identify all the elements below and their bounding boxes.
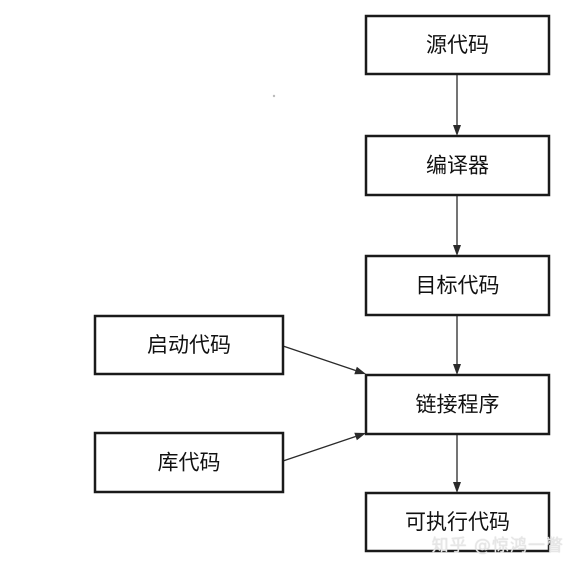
arrow-linker-to-executable-code xyxy=(453,434,461,493)
node-library-code-label: 库代码 xyxy=(158,451,221,475)
node-linker-label: 链接程序 xyxy=(416,393,500,417)
arrow-library-code-to-linker xyxy=(282,432,366,462)
arrow-object-code-to-linker xyxy=(453,315,461,375)
node-executable-code-label: 可执行代码 xyxy=(405,510,510,534)
node-library-code: 库代码 xyxy=(93,431,285,494)
node-linker: 链接程序 xyxy=(364,373,551,436)
node-startup-code-label: 启动代码 xyxy=(147,333,231,357)
node-compiler-label: 编译器 xyxy=(426,154,489,178)
node-executable-code: 可执行代码 xyxy=(364,491,551,553)
node-compiler: 编译器 xyxy=(364,134,551,197)
node-object-code: 目标代码 xyxy=(364,254,551,317)
node-source-code-label: 源代码 xyxy=(426,33,489,57)
edges xyxy=(282,74,461,493)
node-source-code: 源代码 xyxy=(364,14,551,76)
node-startup-code: 启动代码 xyxy=(93,314,285,376)
watermark: 知乎 @惊鸿一瞥 xyxy=(431,536,564,556)
arrow-startup-code-to-linker xyxy=(282,345,366,375)
scan-speck xyxy=(272,94,276,98)
arrow-source-code-to-compiler xyxy=(453,74,461,136)
node-object-code-label: 目标代码 xyxy=(416,274,500,298)
arrow-compiler-to-object-code xyxy=(453,195,461,256)
